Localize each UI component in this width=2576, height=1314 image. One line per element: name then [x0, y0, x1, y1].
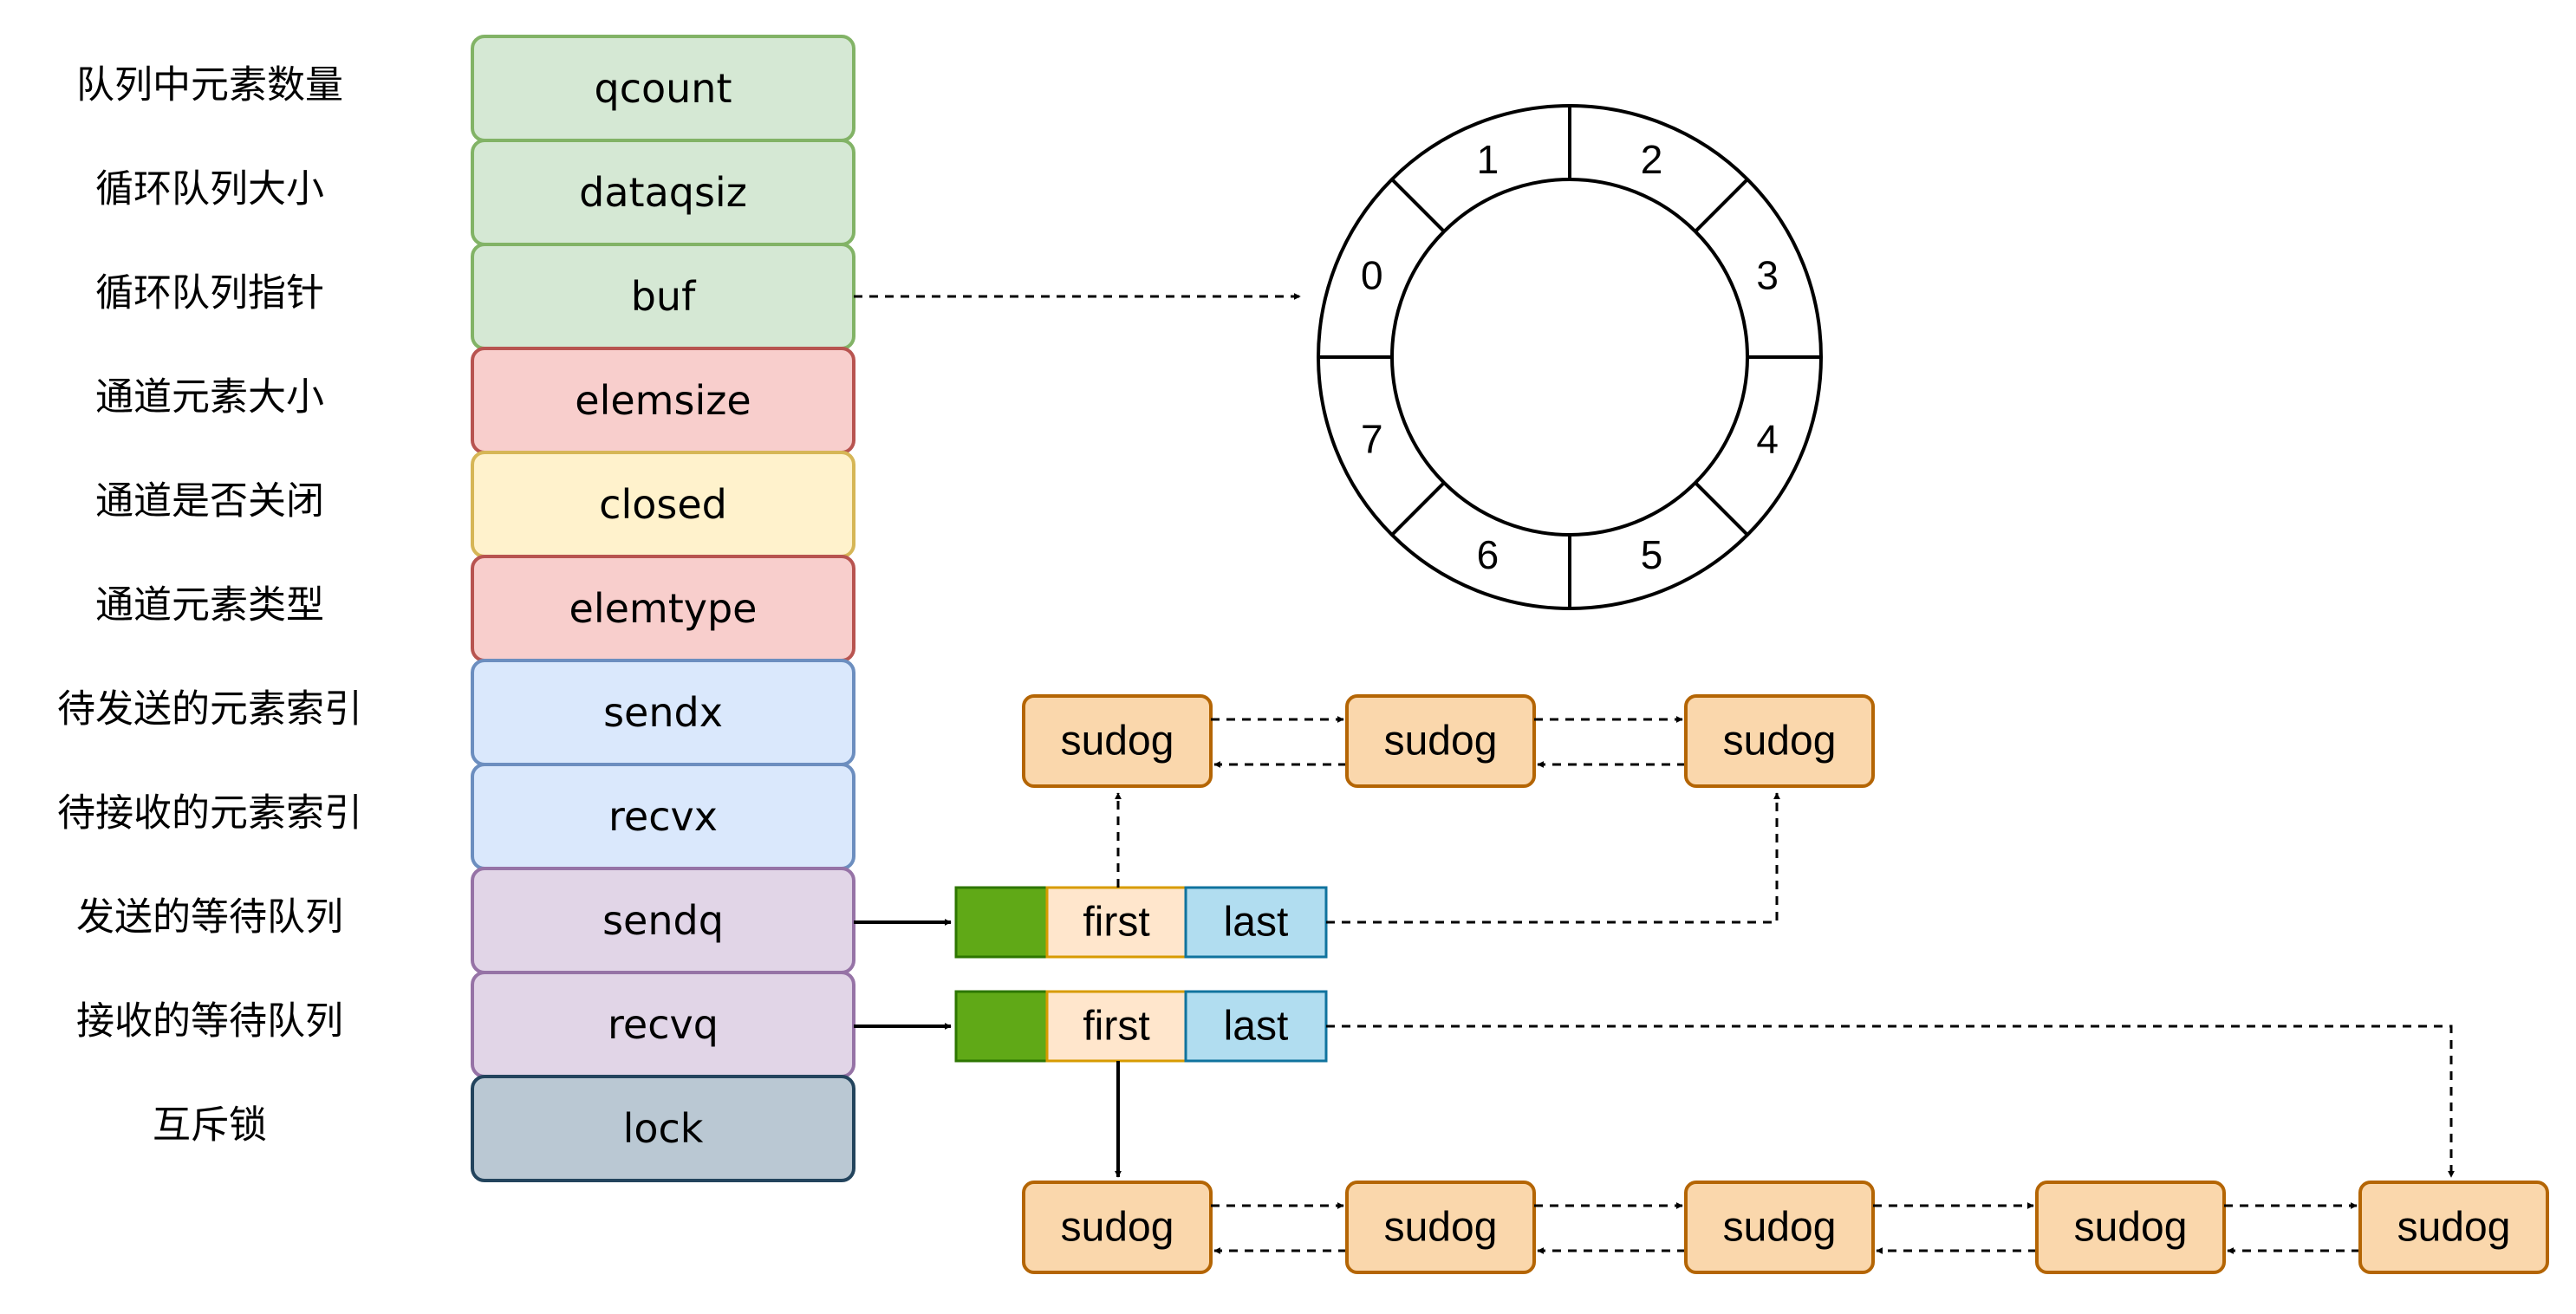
field-sendx-name: sendx — [603, 689, 723, 736]
field-recvx-name: recvx — [608, 793, 718, 840]
send-sudog-1 — [1022, 694, 1213, 788]
ring-divider — [1694, 481, 1749, 537]
ring-slot-5: 5 — [1641, 532, 1663, 577]
recv-sudog-5 — [2358, 1181, 2549, 1274]
ring-slot-3: 3 — [1756, 252, 1779, 297]
ring-divider — [1694, 178, 1749, 233]
recv-sudog-3-label: sudog — [1723, 1205, 1837, 1251]
ring-slot-6: 6 — [1477, 532, 1499, 577]
field-elemsize-name: elemsize — [575, 377, 751, 424]
recvq-last-box — [1184, 990, 1328, 1063]
field-lock-box — [471, 1075, 855, 1182]
sendq-last-box — [1184, 886, 1328, 959]
field-qcount-name: qcount — [595, 65, 732, 112]
recvq-waitq: first last — [954, 990, 1328, 1063]
field-qcount-label: 队列中元素数量 — [76, 63, 343, 107]
recvq-last-arrow — [1326, 1025, 2455, 1178]
send-sudog-3 — [1684, 694, 1875, 788]
send-sudog-list: sudog sudog sudog — [1022, 694, 1875, 788]
recvq-first-box — [1045, 990, 1187, 1063]
sendq-head — [954, 886, 1049, 959]
recv-sudog-4 — [2035, 1181, 2226, 1274]
recv-sudog-1-label: sudog — [1061, 1205, 1174, 1251]
field-dataqsiz-name: dataqsiz — [579, 169, 747, 216]
ring-slot-4: 4 — [1756, 417, 1779, 462]
recvq-first-label: first — [1083, 1004, 1149, 1050]
ring-divider — [1390, 178, 1446, 233]
field-buf-label: 循环队列指针 — [95, 271, 324, 315]
sendq-first-label: first — [1083, 900, 1149, 946]
recv-sudog-list: sudog sudog sudog sudog sudog — [1022, 1181, 2549, 1274]
recv-sudog-1 — [1022, 1181, 1213, 1274]
recv-sudog-4-label: sudog — [2074, 1205, 2188, 1251]
ring-divider — [1390, 481, 1446, 537]
field-lock-name: lock — [623, 1105, 704, 1152]
recv-sudog-2 — [1345, 1181, 1536, 1274]
queue-connectors — [854, 792, 2455, 1178]
ring-slot-7: 7 — [1361, 417, 1383, 462]
recvq-last-label: last — [1224, 1004, 1289, 1050]
ring-slot-1: 1 — [1477, 137, 1499, 182]
field-lock-label: 互斥锁 — [153, 1103, 267, 1148]
send-sudog-2-label: sudog — [1384, 719, 1498, 764]
recv-sudog-5-label: sudog — [2397, 1205, 2511, 1251]
field-buf-name: buf — [631, 273, 697, 320]
field-sendx-label: 待发送的元素索引 — [57, 687, 362, 732]
hchan-fields: qcount 队列中元素数量 dataqsiz 循环队列大小 buf 循环队列指针 elem… — [57, 35, 855, 1182]
field-elemsize-label: 通道元素大小 — [95, 375, 324, 420]
send-sudog-3-label: sudog — [1723, 719, 1837, 764]
field-recvq-name: recvq — [608, 1001, 719, 1048]
recv-sudog-2-label: sudog — [1384, 1205, 1498, 1251]
ring-slot-2: 2 — [1641, 137, 1663, 182]
ring-slot-0: 0 — [1361, 252, 1383, 297]
field-closed-label: 通道是否关闭 — [95, 479, 324, 524]
recv-sudog-3 — [1684, 1181, 1875, 1274]
sendq-last-label: last — [1224, 900, 1289, 946]
field-dataqsiz-label: 循环队列大小 — [95, 167, 324, 211]
field-elemtype-name: elemtype — [569, 585, 758, 632]
field-sendq-name: sendq — [602, 897, 724, 944]
recvq-head — [954, 990, 1049, 1063]
sendq-waitq: first last — [954, 886, 1328, 959]
field-recvq-label: 接收的等待队列 — [76, 999, 343, 1044]
field-sendq-label: 发送的等待队列 — [76, 895, 343, 940]
field-closed-name: closed — [599, 481, 727, 528]
send-sudog-2 — [1345, 694, 1536, 788]
field-recvx-label: 待接收的元素索引 — [57, 791, 362, 836]
send-sudog-1-label: sudog — [1061, 719, 1174, 764]
ring-inner — [1390, 178, 1749, 537]
sendq-last-arrow — [1326, 792, 1780, 924]
field-elemtype-label: 通道元素类型 — [95, 583, 324, 628]
circular-buffer: 0 1 2 3 4 5 6 7 — [1317, 104, 1823, 610]
